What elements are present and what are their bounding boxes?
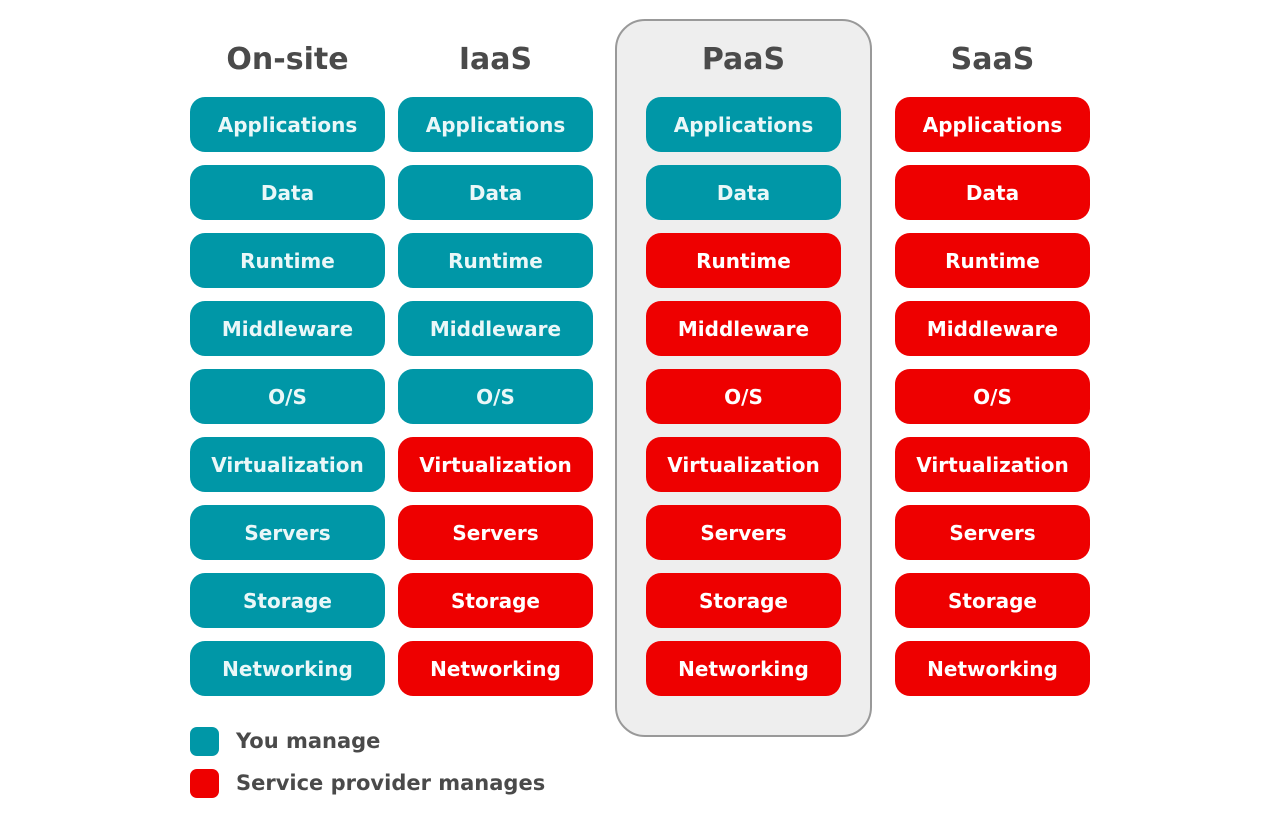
layer-tile-virtualization: Virtualization <box>895 437 1090 492</box>
layer-tile-servers: Servers <box>190 505 385 560</box>
layer-tile-virtualization: Virtualization <box>646 437 841 492</box>
column-title: PaaS <box>701 42 786 77</box>
layer-tile-storage: Storage <box>398 573 593 628</box>
layer-tile-networking: Networking <box>646 641 841 696</box>
layer-tile-o-s: O/S <box>398 369 593 424</box>
layer-tile-virtualization: Virtualization <box>190 437 385 492</box>
legend: You manage Service provider manages <box>190 726 546 811</box>
provider-manages-swatch <box>190 768 219 798</box>
layer-tile-o-s: O/S <box>646 369 841 424</box>
layer-tile-o-s: O/S <box>895 369 1090 424</box>
layer-tile-storage: Storage <box>646 573 841 628</box>
layer-tile-runtime: Runtime <box>190 233 385 288</box>
layer-tile-networking: Networking <box>895 641 1090 696</box>
layer-tile-middleware: Middleware <box>895 301 1090 356</box>
layer-tile-servers: Servers <box>895 505 1090 560</box>
layer-tile-middleware: Middleware <box>190 301 385 356</box>
layer-tile-servers: Servers <box>646 505 841 560</box>
layer-tile-o-s: O/S <box>190 369 385 424</box>
layer-tile-networking: Networking <box>398 641 593 696</box>
layer-tile-applications: Applications <box>646 97 841 152</box>
legend-item-you-manage: You manage <box>190 726 545 756</box>
legend-label: You manage <box>236 729 381 753</box>
layer-tile-applications: Applications <box>398 97 593 152</box>
layer-tile-middleware: Middleware <box>646 301 841 356</box>
layer-tile-data: Data <box>398 165 593 220</box>
column-title: IaaS <box>458 42 533 77</box>
layer-tile-storage: Storage <box>895 573 1090 628</box>
column-title: SaaS <box>950 42 1035 77</box>
layer-tile-networking: Networking <box>190 641 385 696</box>
layer-tile-data: Data <box>895 165 1090 220</box>
layer-tile-data: Data <box>190 165 385 220</box>
layer-tile-middleware: Middleware <box>398 301 593 356</box>
layer-tile-data: Data <box>646 165 841 220</box>
layer-tile-servers: Servers <box>398 505 593 560</box>
you-manage-swatch <box>190 726 219 756</box>
legend-label: Service provider manages <box>236 771 546 795</box>
layer-tile-virtualization: Virtualization <box>398 437 593 492</box>
layer-tile-runtime: Runtime <box>895 233 1090 288</box>
layer-tile-runtime: Runtime <box>646 233 841 288</box>
layer-tile-applications: Applications <box>895 97 1090 152</box>
layer-tile-applications: Applications <box>190 97 385 152</box>
legend-item-provider-manages: Service provider manages <box>190 768 546 798</box>
layer-tile-storage: Storage <box>190 573 385 628</box>
layer-tile-runtime: Runtime <box>398 233 593 288</box>
column-title: On-site <box>226 42 349 77</box>
